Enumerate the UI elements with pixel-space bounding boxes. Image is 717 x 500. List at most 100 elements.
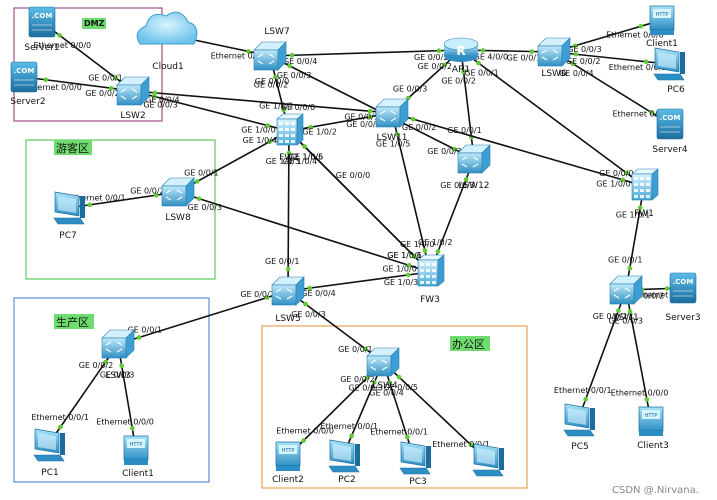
port-label: GE 0/0/3 xyxy=(291,310,325,319)
port-label: GE 0/0/1 xyxy=(344,112,378,121)
port-dot xyxy=(287,63,292,69)
link-ar1-lsw12 xyxy=(460,49,475,160)
zone-prod-title-bg xyxy=(54,314,94,329)
port-dot xyxy=(130,426,135,431)
device-switch-lsw2-icon[interactable] xyxy=(116,76,150,106)
port-label: GE 0/0/0 xyxy=(599,169,633,178)
port-label: GE 1/0/1 xyxy=(616,211,650,220)
device-firewall-fw1-icon[interactable] xyxy=(631,168,659,201)
device-client-client1b-icon[interactable]: HTTP xyxy=(123,435,149,465)
port-dot xyxy=(57,32,62,38)
svg-text:HTTP: HTTP xyxy=(130,442,143,448)
device-switch-lsw5-icon[interactable] xyxy=(271,276,305,306)
device-pc-pc7-icon[interactable] xyxy=(53,191,85,225)
device-name-server1: Server1 xyxy=(24,43,59,53)
device-pc-pc4-icon[interactable] xyxy=(472,443,504,477)
device-server-server3-icon[interactable]: .COM xyxy=(669,272,697,304)
device-name-client2: Client2 xyxy=(272,475,304,485)
device-firewall-fw3-icon[interactable] xyxy=(417,254,445,287)
port-dot xyxy=(194,179,200,184)
port-label: GE 0/0/3 xyxy=(348,383,382,392)
port-label: GE 0/0/3 xyxy=(188,203,222,212)
port-dot xyxy=(644,397,650,402)
device-name-pc2: PC2 xyxy=(338,475,355,485)
zone-office-title: 办公区 xyxy=(452,338,485,351)
port-dot xyxy=(367,108,373,114)
port-label: Ethernet 0/0/0 xyxy=(276,427,334,436)
device-switch-lsw4-icon[interactable] xyxy=(366,347,400,377)
port-label: Ethernet 0/0/0 xyxy=(24,83,82,92)
device-name-pc1: PC1 xyxy=(41,468,58,478)
device-router-ar1-icon[interactable]: R xyxy=(443,37,479,62)
svg-text:.COM: .COM xyxy=(660,114,681,122)
device-switch-lsw11-icon[interactable] xyxy=(375,98,409,128)
port-dot xyxy=(394,132,400,137)
device-name-server2: Server2 xyxy=(10,97,45,107)
device-switch-lsw1-icon[interactable] xyxy=(609,275,643,305)
device-switch-lsw7-icon[interactable] xyxy=(253,41,287,71)
port-label: GE 0/0/3 xyxy=(393,84,427,93)
link-lsw2-lsw11 xyxy=(132,90,393,114)
devices-layer: .COMServer1.COMServer2Cloud1LSW2LSW7FW2L… xyxy=(10,5,701,487)
port-label: GE 0/0/0 xyxy=(255,77,289,86)
svg-text:.COM: .COM xyxy=(32,12,53,20)
port-dot xyxy=(58,424,63,430)
device-switch-lsw8-icon[interactable] xyxy=(161,177,195,207)
port-label: GE 1/0/0 xyxy=(596,179,630,188)
port-dot xyxy=(405,272,411,278)
device-server-server2-icon[interactable]: .COM xyxy=(10,61,38,93)
port-label: GE 1/0/4 xyxy=(243,136,277,145)
port-label: GE 0/0/1 xyxy=(464,69,498,78)
port-dot xyxy=(573,52,579,57)
port-dot xyxy=(461,69,466,75)
device-pc-pc2-icon[interactable] xyxy=(328,439,360,473)
device-name-client1b: Client1 xyxy=(122,469,154,479)
device-pc-pc5-icon[interactable] xyxy=(563,403,595,437)
link-lsw4-pc2 xyxy=(342,361,384,457)
port-dot xyxy=(616,308,621,313)
device-pc-pc6-icon[interactable] xyxy=(653,47,685,81)
port-label: GE 0/0/2 xyxy=(79,361,113,370)
device-name-client1: Client1 xyxy=(646,39,678,49)
link-lsw3-client1b xyxy=(117,343,137,451)
device-server-server4-icon[interactable]: .COM xyxy=(656,108,684,140)
port-label: GE 0/0/2 xyxy=(402,123,436,132)
device-pc-pc3-icon[interactable] xyxy=(399,441,431,475)
port-label: GE 0/0/3 xyxy=(277,71,311,80)
port-label: GE 0/0/1 xyxy=(265,257,299,266)
device-pc-pc1-icon[interactable] xyxy=(33,428,65,462)
port-dot xyxy=(476,60,481,66)
device-name-lsw3: LSW3 xyxy=(105,371,130,381)
port-dot xyxy=(638,23,644,29)
device-switch-lsw3-icon[interactable] xyxy=(101,329,135,359)
port-label: Ethernet 0/0/0 xyxy=(606,30,664,39)
port-dot xyxy=(664,286,670,291)
port-dot xyxy=(302,144,307,149)
device-client-client2-icon[interactable]: HTTP xyxy=(275,441,301,471)
port-label: Ethernet 0/0/0 xyxy=(33,41,91,50)
svg-text:HTTP: HTTP xyxy=(282,448,295,454)
svg-text:R: R xyxy=(456,44,465,58)
device-switch-lsw12-icon[interactable] xyxy=(457,144,491,174)
device-switch-lsw6-icon[interactable] xyxy=(537,37,571,67)
device-client-client3-icon[interactable]: HTTP xyxy=(638,406,664,436)
device-name-lsw7: LSW7 xyxy=(264,27,289,37)
port-label: GE 0/0/2 xyxy=(629,291,663,300)
device-client-client1-icon[interactable]: HTTP xyxy=(649,5,675,35)
link-lsw5-lsw3 xyxy=(117,290,289,345)
port-label: GE 0/0/1 xyxy=(184,168,218,177)
port-dot xyxy=(529,49,535,54)
port-dot xyxy=(649,110,654,115)
port-label: GE 0/0/1 xyxy=(128,325,162,334)
port-dot xyxy=(627,266,633,271)
link-lsw8-fw3 xyxy=(177,191,431,273)
device-server-server1-icon[interactable]: .COM xyxy=(28,6,56,38)
port-dot xyxy=(412,254,417,259)
port-dot xyxy=(372,379,377,385)
device-cloud-cloud1-icon[interactable] xyxy=(136,11,198,45)
port-label: GE 0/0/3 xyxy=(608,317,642,326)
device-firewall-fw2-icon[interactable] xyxy=(276,113,304,146)
